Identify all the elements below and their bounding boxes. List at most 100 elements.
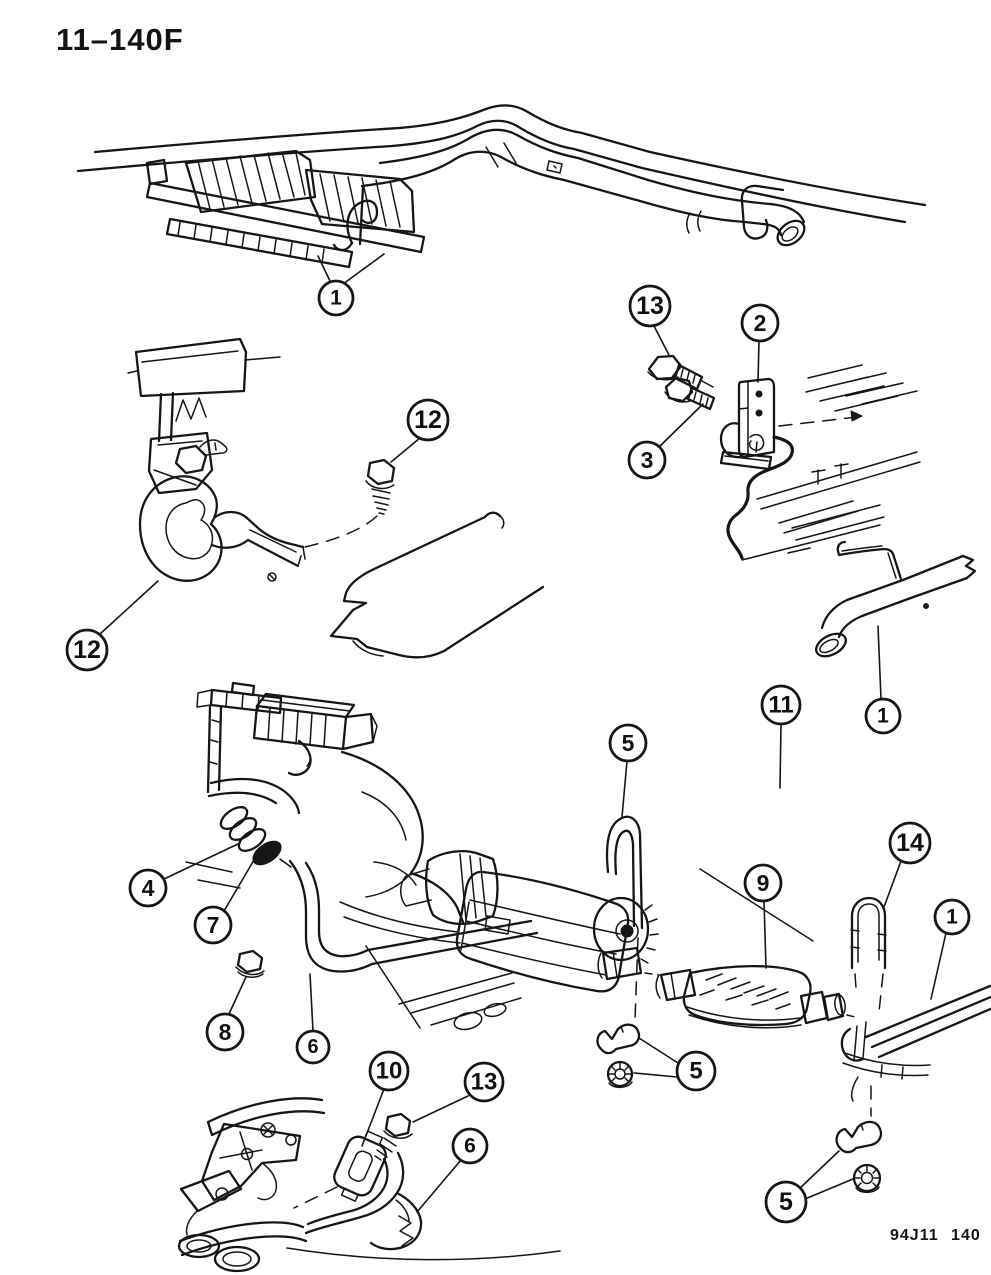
callout-leader-line xyxy=(361,1088,385,1147)
callout-number: 2 xyxy=(754,310,767,336)
callout-circle xyxy=(65,628,109,672)
figure-label: 11–140F xyxy=(56,22,184,57)
muffler-and-converter-drawing xyxy=(365,815,856,1089)
callout-leader-line xyxy=(223,859,255,912)
callout-leader-line xyxy=(416,1159,462,1213)
callout-leader-line xyxy=(342,253,385,285)
callout-circle xyxy=(933,898,971,936)
callout-circle xyxy=(368,1050,410,1092)
callout-number: 10 xyxy=(376,1058,403,1085)
callout-leader-line xyxy=(228,976,247,1015)
callout-circle xyxy=(608,723,648,763)
callout-11: 11 xyxy=(760,684,802,789)
callout-8: 8 xyxy=(205,976,247,1052)
callout-number: 11 xyxy=(768,692,793,719)
callout-leader-line xyxy=(390,437,421,463)
callout-number: 12 xyxy=(414,406,442,434)
callout-13: 13 xyxy=(628,284,672,356)
callout-circle xyxy=(295,1029,331,1065)
callout-leader-line xyxy=(317,255,332,284)
callout-circle xyxy=(764,1180,808,1224)
callout-circle xyxy=(451,1127,489,1165)
callout-leader-line xyxy=(877,625,882,700)
callout-1: 1 xyxy=(317,253,385,317)
callout-leader-line xyxy=(763,900,767,969)
callout-7: 7 xyxy=(193,859,255,945)
callout-number: 4 xyxy=(142,875,155,901)
callout-circle xyxy=(627,440,667,480)
callout-circle xyxy=(888,821,932,865)
callout-leader-line xyxy=(658,403,704,448)
callout-leader-line xyxy=(163,842,241,880)
callout-5: 5 xyxy=(764,1150,854,1224)
callout-leader-line xyxy=(757,340,760,383)
callout-circle xyxy=(128,868,168,908)
floor-pan-fragment-drawing xyxy=(329,511,545,659)
callout-2: 2 xyxy=(740,303,780,383)
callout-leader-line xyxy=(804,1178,854,1200)
callout-4: 4 xyxy=(128,842,241,908)
callout-leader-line xyxy=(412,1095,469,1123)
callout-number: 7 xyxy=(207,912,220,938)
engine-and-downpipe-drawing xyxy=(185,681,539,978)
callout-number: 6 xyxy=(464,1135,476,1158)
frame-bracket-and-bolts-drawing xyxy=(647,354,921,561)
callout-circle xyxy=(193,905,233,945)
exhaust-manifold-heatshield-drawing xyxy=(145,149,426,269)
callout-13: 13 xyxy=(412,1061,505,1123)
callout-number: 13 xyxy=(471,1069,498,1096)
callout-5: 5 xyxy=(633,1037,717,1092)
drawing-code-label: 94J11 140 xyxy=(890,1227,981,1244)
callout-circle xyxy=(675,1050,717,1092)
callout-leader-line xyxy=(797,1150,840,1191)
front-pipe-and-crossmember-drawing xyxy=(177,1097,561,1273)
callout-leader-line xyxy=(309,973,314,1032)
callout-14: 14 xyxy=(883,821,932,908)
callout-number: 12 xyxy=(73,636,101,664)
exhaust-clamp-hanger-drawing xyxy=(127,337,396,582)
callout-circle xyxy=(743,863,783,903)
callout-number: 5 xyxy=(689,1058,702,1085)
callout-circle xyxy=(628,284,672,328)
callout-circle xyxy=(317,279,355,317)
callout-number: 9 xyxy=(757,870,770,896)
callout-leader-line xyxy=(883,860,902,908)
callout-number: 5 xyxy=(779,1188,793,1216)
callout-circle xyxy=(760,684,802,726)
callout-6: 6 xyxy=(295,973,331,1065)
callout-12: 12 xyxy=(65,580,159,672)
top-floorpan-and-crossover-pipe-drawing xyxy=(76,104,927,247)
callout-leader-line xyxy=(779,723,782,789)
callout-circle xyxy=(463,1061,505,1103)
tailpipe-front-section-drawing xyxy=(787,504,977,658)
callout-leader-line xyxy=(930,932,947,1000)
callout-leader-line xyxy=(653,325,670,356)
callout-circle xyxy=(740,303,780,343)
callout-12: 12 xyxy=(390,398,450,463)
rear-tailpipe-and-ubolt-drawing xyxy=(835,896,991,1194)
callout-3: 3 xyxy=(627,403,704,480)
callout-number: 3 xyxy=(641,447,654,473)
callout-number: 13 xyxy=(636,292,664,320)
callout-5: 5 xyxy=(608,723,648,818)
callout-leader-line xyxy=(621,760,628,818)
callout-10: 10 xyxy=(361,1050,410,1147)
callout-leader-line xyxy=(633,1072,678,1078)
callout-number: 1 xyxy=(946,906,958,929)
callout-number: 1 xyxy=(877,705,889,728)
callout-9: 9 xyxy=(743,863,783,969)
callout-leader-line xyxy=(638,1037,679,1064)
callout-1: 1 xyxy=(930,898,971,1000)
callout-number: 6 xyxy=(307,1036,318,1058)
callout-number: 14 xyxy=(896,829,924,857)
callout-number: 1 xyxy=(330,287,342,310)
callout-leader-line xyxy=(99,580,159,635)
callout-circle xyxy=(205,1012,245,1052)
callout-6: 6 xyxy=(416,1127,489,1213)
callout-circle xyxy=(406,398,450,442)
callout-number: 5 xyxy=(622,730,635,756)
callout-1: 1 xyxy=(864,625,902,735)
